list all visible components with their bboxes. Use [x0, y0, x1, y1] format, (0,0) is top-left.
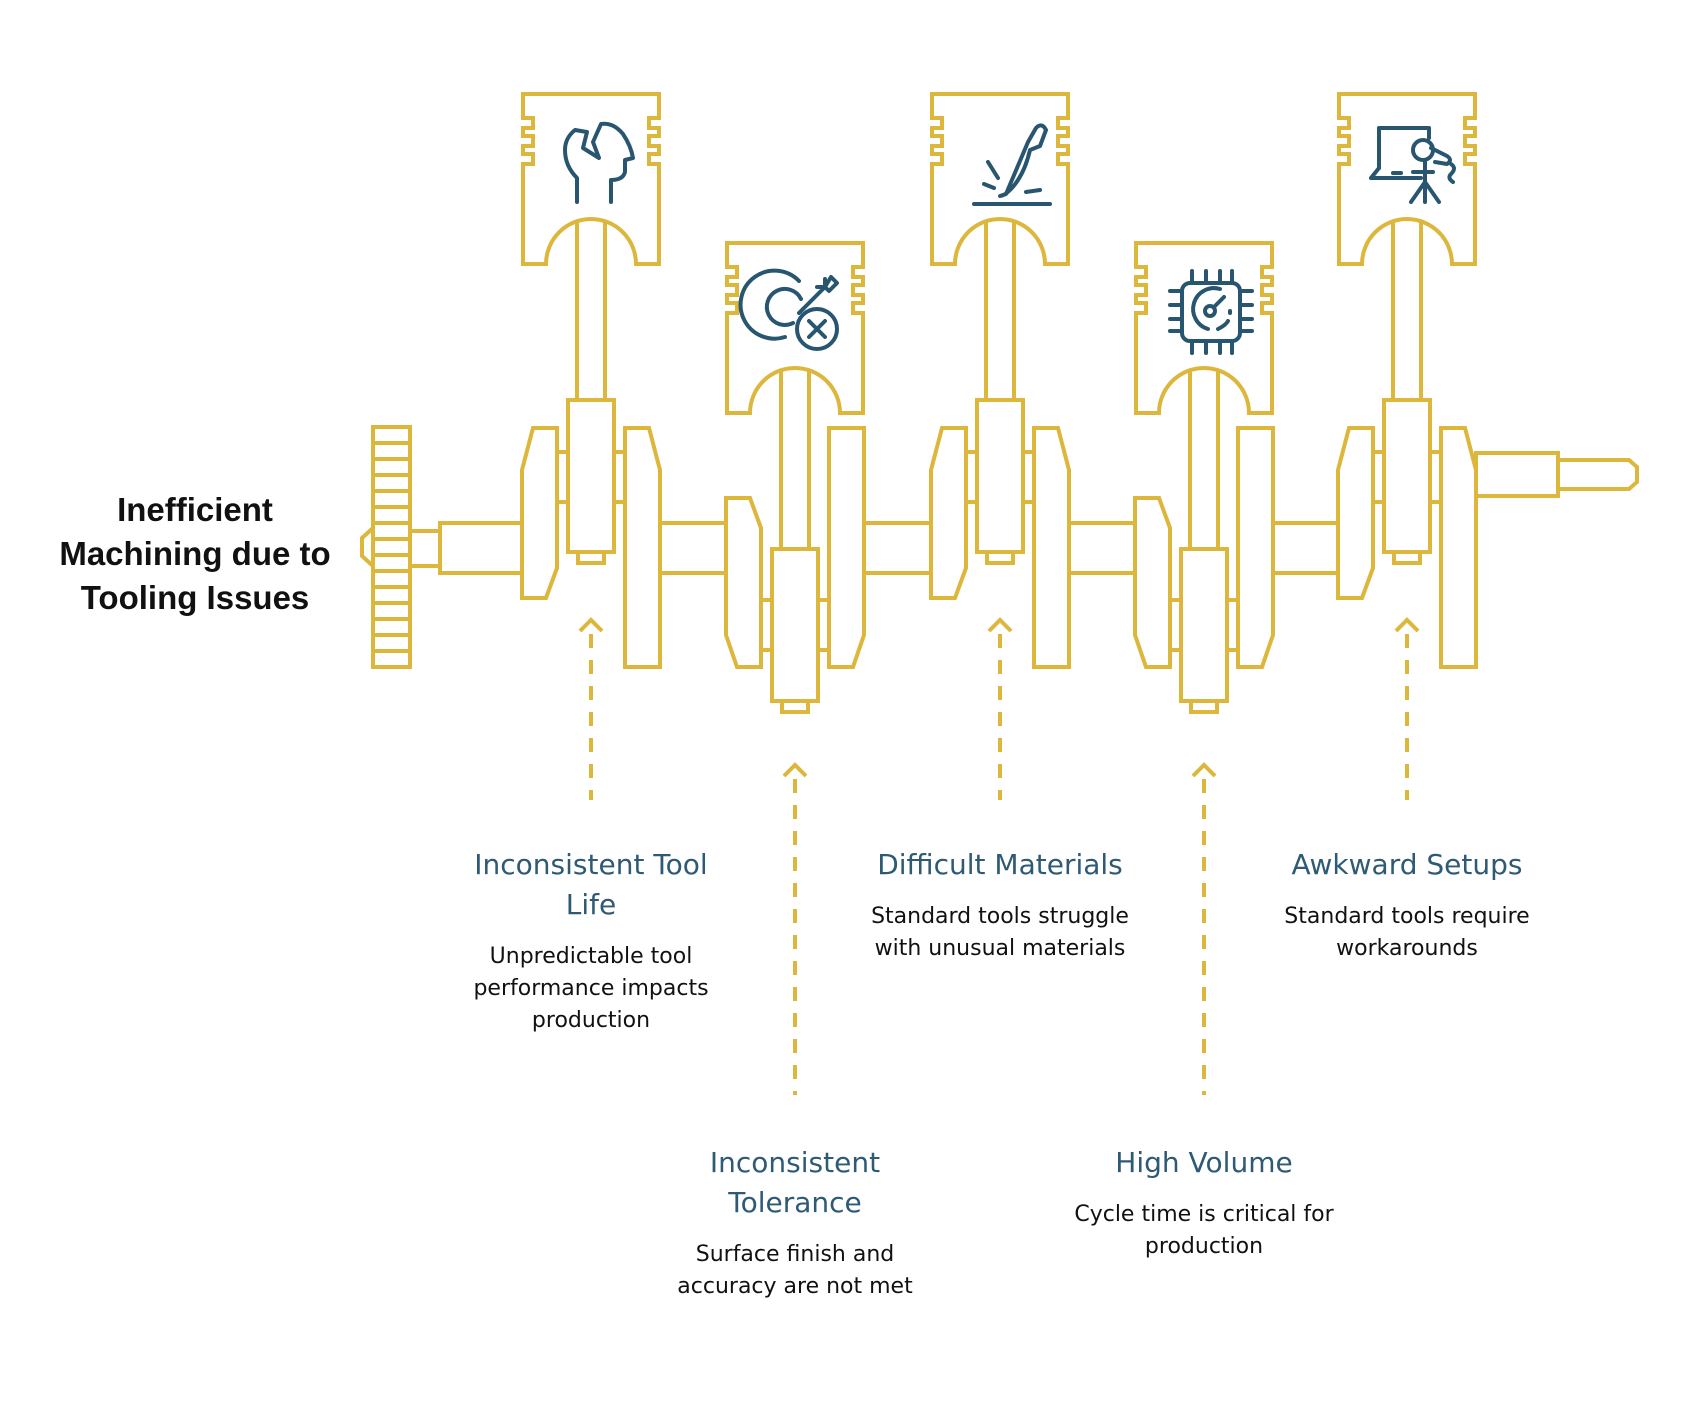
cpu-speed-icon-stroke [1212, 295, 1226, 309]
crank-unit-1 [520, 92, 662, 800]
crank-web-right [1236, 426, 1275, 669]
main-title-line-2: Machining due to [59, 535, 331, 572]
crankpin-journal [566, 398, 616, 554]
flywheel-gear [371, 425, 412, 669]
crank-unit-4 [1133, 241, 1275, 1095]
item-difficult-materials: Difficult Materials Standard tools strug… [850, 845, 1150, 965]
cpu-speed-icon [1168, 269, 1254, 355]
crank-web-left [520, 426, 559, 600]
arrow-head-icon [1394, 617, 1420, 633]
journal-cap [576, 550, 606, 565]
item-title: Awkward Setups [1291, 848, 1523, 881]
journal-cap [1392, 550, 1422, 565]
item-inconsistent-tolerance: Inconsistent Tolerance Surface finish an… [645, 1143, 945, 1303]
item-description: Cycle time is critical for production [1074, 1202, 1334, 1259]
connecting-rod [1391, 214, 1423, 402]
crank-web-right [623, 426, 662, 669]
crankpin-journal [1179, 547, 1229, 703]
crank-web-left [929, 426, 968, 600]
item-description: Standard tools struggle with unusual mat… [871, 904, 1129, 961]
missed-target-icon-stroke [807, 319, 827, 339]
connecting-rod [575, 214, 607, 402]
cutting-knife-icon-stroke [986, 160, 1000, 180]
item-title: Difficult Materials [877, 848, 1123, 881]
missed-target-icon-stroke [764, 286, 803, 327]
crankshaft [360, 92, 1639, 1095]
arrow-head-icon [987, 617, 1013, 633]
shaft-segment [1271, 521, 1340, 575]
missed-target-icon-stroke [797, 285, 827, 315]
shaft-stub-rear [1556, 458, 1639, 491]
item-title: High Volume [1115, 1146, 1293, 1179]
connecting-rod [984, 214, 1016, 402]
shaft-segment [862, 521, 933, 575]
cutting-knife-icon-stroke [1024, 188, 1042, 194]
journal-cap [1189, 699, 1219, 714]
item-inconsistent-tool-life: Inconsistent Tool Life Unpredictable too… [441, 845, 741, 1037]
shaft-stub-front [408, 529, 442, 568]
piston [930, 92, 1070, 266]
main-title-line-1: Inefficient [117, 491, 273, 528]
item-description: Standard tools require workarounds [1284, 904, 1530, 961]
crank-web-left [1336, 426, 1375, 600]
missed-target-icon-stroke [795, 307, 839, 351]
journal-cap [985, 550, 1015, 565]
presentation-speaker-icon-stroke [1377, 126, 1431, 170]
presentation-speaker-icon-stroke [1409, 158, 1441, 204]
missed-target-icon-stroke [815, 275, 839, 293]
crank-web-right [1032, 426, 1071, 669]
shaft-segment-rear [1474, 451, 1560, 498]
journal-cap [780, 699, 810, 714]
crank-unit-3 [929, 92, 1071, 800]
missed-target-icon-stroke [738, 268, 801, 341]
arrow-head-icon [1191, 762, 1217, 778]
flywheel-nub [360, 526, 375, 568]
crank-unit-5 [1336, 92, 1478, 800]
item-description: Surface finish and accuracy are not met [677, 1242, 913, 1299]
item-awkward-setups: Awkward Setups Standard tools require wo… [1257, 845, 1557, 965]
cutting-knife-icon [972, 123, 1052, 206]
presentation-speaker-icon [1369, 126, 1456, 204]
crankpin-journal [770, 547, 820, 703]
missed-target-icon [738, 268, 839, 351]
item-description: Unpredictable tool performance impacts p… [473, 944, 709, 1033]
main-title: Inefficient Machining due to Tooling Iss… [30, 488, 360, 620]
cpu-speed-icon-stroke [1191, 286, 1222, 331]
arrow-head-icon [782, 762, 808, 778]
piston [725, 241, 865, 415]
cpu-speed-icon-stroke [1216, 319, 1230, 331]
cutting-knife-icon-stroke [982, 182, 996, 190]
item-high-volume: High Volume Cycle time is critical for p… [1054, 1143, 1354, 1263]
broken-mind-icon-stroke [563, 121, 635, 204]
cpu-speed-icon-stroke [1203, 304, 1217, 318]
crankpin-journal [1382, 398, 1432, 554]
item-title: Inconsistent Tool Life [474, 848, 708, 921]
crank-unit-2 [724, 241, 866, 1095]
connecting-rod [1188, 363, 1220, 551]
crankpin-journal [975, 398, 1025, 554]
presentation-speaker-icon-stroke [1429, 146, 1452, 166]
crank-web-left [1133, 496, 1172, 669]
shaft-segment [658, 521, 728, 575]
presentation-speaker-icon-stroke [1447, 162, 1456, 184]
broken-mind-icon [563, 121, 635, 204]
cutting-knife-icon-stroke [998, 123, 1048, 198]
connecting-rod [779, 363, 811, 551]
shaft-segment [438, 521, 524, 575]
crank-web-right [1439, 426, 1478, 669]
crank-web-right [827, 426, 866, 669]
item-title: Inconsistent Tolerance [709, 1146, 881, 1219]
cpu-speed-icon-stroke [1180, 281, 1242, 343]
crank-web-left [724, 496, 763, 669]
presentation-speaker-icon-stroke [1369, 166, 1423, 180]
shaft-segment [1067, 521, 1137, 575]
main-title-line-3: Tooling Issues [80, 579, 310, 616]
arrow-head-icon [578, 617, 604, 633]
